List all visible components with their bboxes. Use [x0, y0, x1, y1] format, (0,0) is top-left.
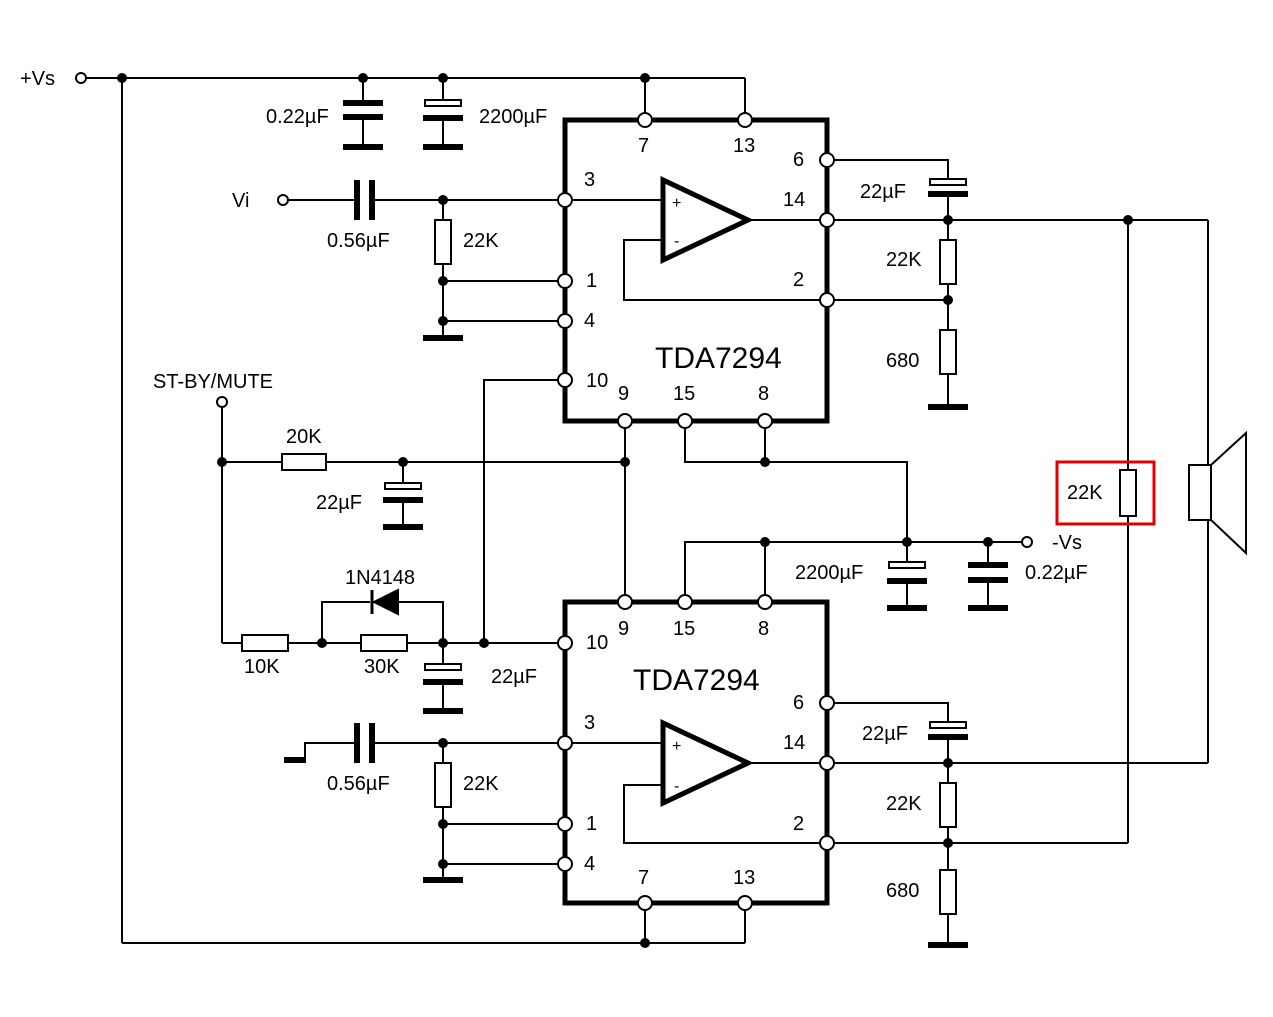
chip-bottom-body	[562, 599, 830, 906]
highlight-box	[1055, 460, 1156, 526]
label-c-pos-big: 2200µF	[479, 106, 547, 128]
chip-bottom-name: TDA7294	[633, 664, 760, 697]
pin-top-6: 6	[793, 149, 804, 171]
opamp-top	[660, 176, 754, 264]
label-c-stby: 22µF	[316, 492, 362, 514]
pin-top-15: 15	[673, 383, 695, 405]
pin-bottom-6: 6	[793, 692, 804, 714]
capacitors	[343, 99, 1008, 763]
grounds	[284, 144, 1008, 948]
label-r-in-top: 22K	[463, 230, 499, 252]
label-c-pos-small: 0.22µF	[266, 106, 329, 128]
pin-bottom-13: 13	[733, 867, 755, 889]
wires	[81, 77, 1209, 945]
vs-positive-label: +Vs	[20, 68, 55, 90]
label-c-neg-small: 0.22µF	[1025, 562, 1088, 584]
label-r-fb-bot: 22K	[886, 793, 922, 815]
pin-top-7: 7	[638, 135, 649, 157]
opamp-bottom	[660, 719, 754, 807]
label-r-gnd-bot: 680	[886, 880, 919, 902]
pin-top-1: 1	[586, 270, 597, 292]
label-r-30k: 30K	[364, 656, 400, 678]
chip-top-name: TDA7294	[655, 342, 782, 375]
label-c-mute: 22µF	[491, 666, 537, 688]
label-r-stby: 20K	[286, 426, 322, 448]
pin-bottom-9: 9	[618, 618, 629, 640]
resistors	[241, 219, 1137, 915]
label-r-in-bot: 22K	[463, 773, 499, 795]
pin-bottom-3: 3	[584, 712, 595, 734]
label-r-10k: 10K	[244, 656, 280, 678]
pin-top-2: 2	[793, 269, 804, 291]
pin-top-13: 13	[733, 135, 755, 157]
pin-top-10: 10	[586, 370, 608, 392]
chip-top-body	[562, 117, 830, 424]
label-c-boot-bot: 22µF	[862, 723, 908, 745]
opamp-bottom-plus: +	[672, 738, 681, 755]
pin-top-8: 8	[758, 383, 769, 405]
pin-bottom-1: 1	[586, 813, 597, 835]
pin-top-4: 4	[584, 310, 595, 332]
label-c-in-bot: 0.56µF	[327, 773, 390, 795]
opamp-bottom-minus: -	[674, 778, 679, 795]
label-c-boot-top: 22µF	[860, 181, 906, 203]
pin-bottom-8: 8	[758, 618, 769, 640]
label-r-gnd-top: 680	[886, 350, 919, 372]
label-r-fb-top: 22K	[886, 249, 922, 271]
pin-bottom-15: 15	[673, 618, 695, 640]
vs-negative-label: -Vs	[1052, 532, 1082, 554]
vi-label: Vi	[232, 190, 249, 212]
pin-top-3: 3	[584, 169, 595, 191]
diode-1n4148	[370, 588, 399, 616]
pin-bottom-4: 4	[584, 853, 595, 875]
junctions	[117, 73, 1133, 948]
pin-circles	[75, 72, 1033, 911]
opamp-top-plus: +	[672, 195, 681, 212]
pin-bottom-14: 14	[783, 732, 805, 754]
label-diode: 1N4148	[345, 567, 415, 589]
opamp-top-minus: -	[674, 233, 679, 250]
speaker-icon	[1188, 430, 1247, 556]
pin-bottom-7: 7	[638, 867, 649, 889]
standby-label: ST-BY/MUTE	[153, 371, 273, 393]
pin-top-9: 9	[618, 383, 629, 405]
pin-top-14: 14	[783, 189, 805, 211]
label-c-neg-big: 2200µF	[795, 562, 863, 584]
label-c-in-top: 0.56µF	[327, 230, 390, 252]
pin-bottom-2: 2	[793, 813, 804, 835]
label-r-bridge: 22K	[1067, 482, 1103, 504]
pin-bottom-10: 10	[586, 632, 608, 654]
